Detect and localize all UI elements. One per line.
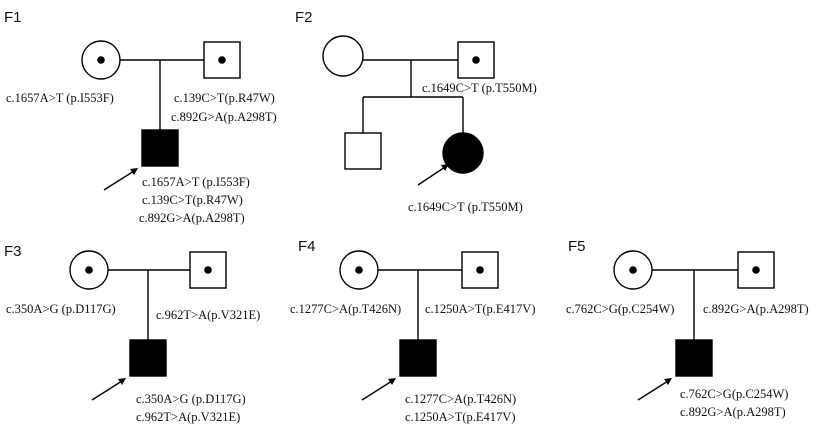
carrier-dot-icon (218, 56, 226, 64)
father-variant: c.962T>A(p.V321E) (156, 308, 260, 322)
proband-variant: c.962T>A(p.V321E) (136, 410, 240, 424)
proband-variant: c.350A>G (p.D117G) (136, 392, 246, 406)
mother-carrier (69, 250, 109, 290)
father-variant: c.892G>A(p.A298T) (703, 302, 809, 316)
proband-arrow-icon (91, 378, 126, 401)
proband-arrow-icon (361, 378, 396, 401)
father-carrier (461, 251, 499, 289)
sibling-unaffected-male (344, 132, 382, 170)
father-carrier (203, 41, 241, 79)
father-variant: c.892G>A(p.A298T) (171, 110, 277, 124)
father-variant: c.139C>T(p.R47W) (174, 91, 275, 105)
proband-affected-male (399, 339, 437, 377)
father-carrier (189, 251, 227, 289)
proband-variant: c.892G>A(p.A298T) (680, 405, 786, 419)
mother-carrier (81, 40, 121, 80)
carrier-dot-icon (85, 266, 93, 274)
mother-unaffected (322, 35, 364, 77)
family-label: F2 (295, 9, 313, 26)
mother-carrier (339, 250, 379, 290)
family-label: F1 (4, 9, 22, 26)
proband-variant: c.1250A>T(p.E417V) (405, 410, 516, 424)
proband-affected-female (442, 132, 484, 174)
proband-variant: c.1649C>T (p.T550M) (408, 200, 523, 214)
father-variant: c.1649C>T (p.T550M) (422, 81, 537, 95)
carrier-dot-icon (752, 266, 760, 274)
proband-variant: c.1277C>A(p.T426N) (405, 392, 516, 406)
family-f3: F3 c.350A>G (p.D117G) c.962T>A(p.V321E) … (4, 243, 260, 424)
father-variant: c.1250A>T(p.E417V) (425, 302, 536, 316)
proband-variant: c.1657A>T (p.I553F) (142, 175, 250, 189)
father-carrier (457, 41, 495, 79)
family-f2: F2 c.1649C>T (p.T550M) c.1649C>T (p.T550… (295, 9, 537, 214)
proband-arrow-icon (417, 164, 449, 186)
proband-variant: c.762C>G(p.C254W) (680, 387, 788, 401)
family-f5: F5 c.762C>G(p.C254W) c.892G>A(p.A298T) c… (566, 238, 809, 419)
mother-variant: c.1657A>T (p.I553F) (6, 91, 114, 105)
mother-variant: c.350A>G (p.D117G) (6, 302, 116, 316)
proband-arrow-icon (103, 168, 138, 191)
family-label: F3 (4, 243, 22, 260)
proband-variant: c.139C>T(p.R47W) (142, 193, 243, 207)
proband-affected-male (129, 339, 167, 377)
family-f1: F1 c.1657A>T (p.I553F) c.139C>T(p.R47W) … (4, 9, 277, 225)
mother-variant: c.1277C>A(p.T426N) (290, 302, 401, 316)
mother-carrier (613, 250, 653, 290)
proband-affected-male (675, 339, 713, 377)
carrier-dot-icon (629, 266, 637, 274)
carrier-dot-icon (476, 266, 484, 274)
proband-affected-male (141, 129, 179, 167)
proband-variant: c.892G>A(p.A298T) (139, 211, 245, 225)
family-label: F4 (298, 238, 316, 255)
carrier-dot-icon (204, 266, 212, 274)
carrier-dot-icon (97, 56, 105, 64)
family-f4: F4 c.1277C>A(p.T426N) c.1250A>T(p.E417V)… (290, 238, 536, 424)
father-carrier (737, 251, 775, 289)
family-label: F5 (568, 238, 586, 255)
mother-variant: c.762C>G(p.C254W) (566, 302, 674, 316)
carrier-dot-icon (472, 56, 480, 64)
proband-arrow-icon (637, 378, 672, 401)
carrier-dot-icon (355, 266, 363, 274)
